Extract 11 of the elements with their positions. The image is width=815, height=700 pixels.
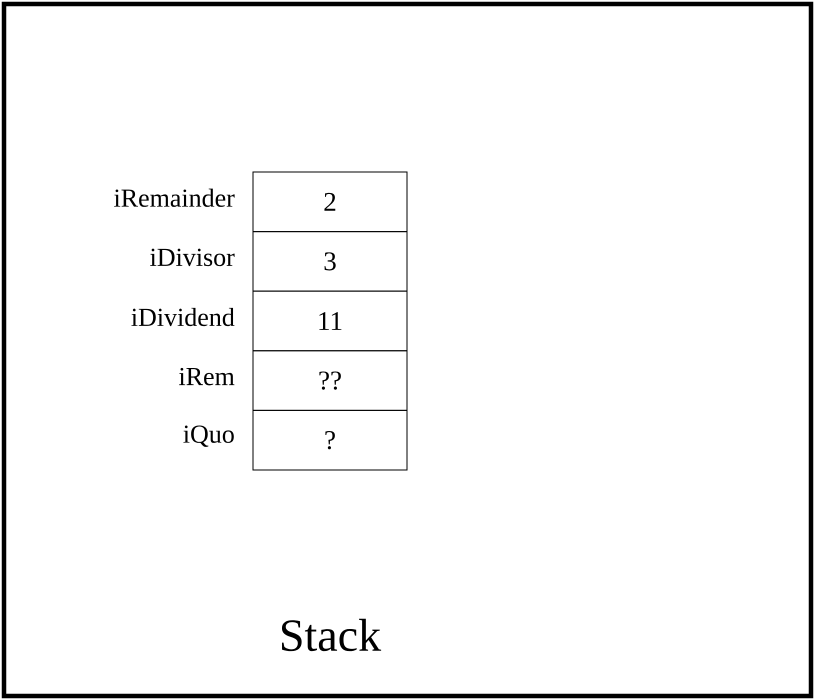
- variable-label: iDivisor: [150, 248, 235, 266]
- stack-cell: 2: [252, 172, 408, 232]
- caption: Stack: [282, 618, 382, 652]
- stack-cell: ??: [252, 350, 408, 411]
- stack-cell: ?: [252, 410, 408, 470]
- variable-label: iQuo: [183, 425, 234, 447]
- variable-label: iDividend: [131, 308, 234, 326]
- variable-label: iRemainder: [114, 188, 235, 207]
- stack-cell: 11: [252, 290, 408, 352]
- stack-cell: 3: [252, 231, 408, 292]
- variable-label: iRem: [179, 368, 234, 386]
